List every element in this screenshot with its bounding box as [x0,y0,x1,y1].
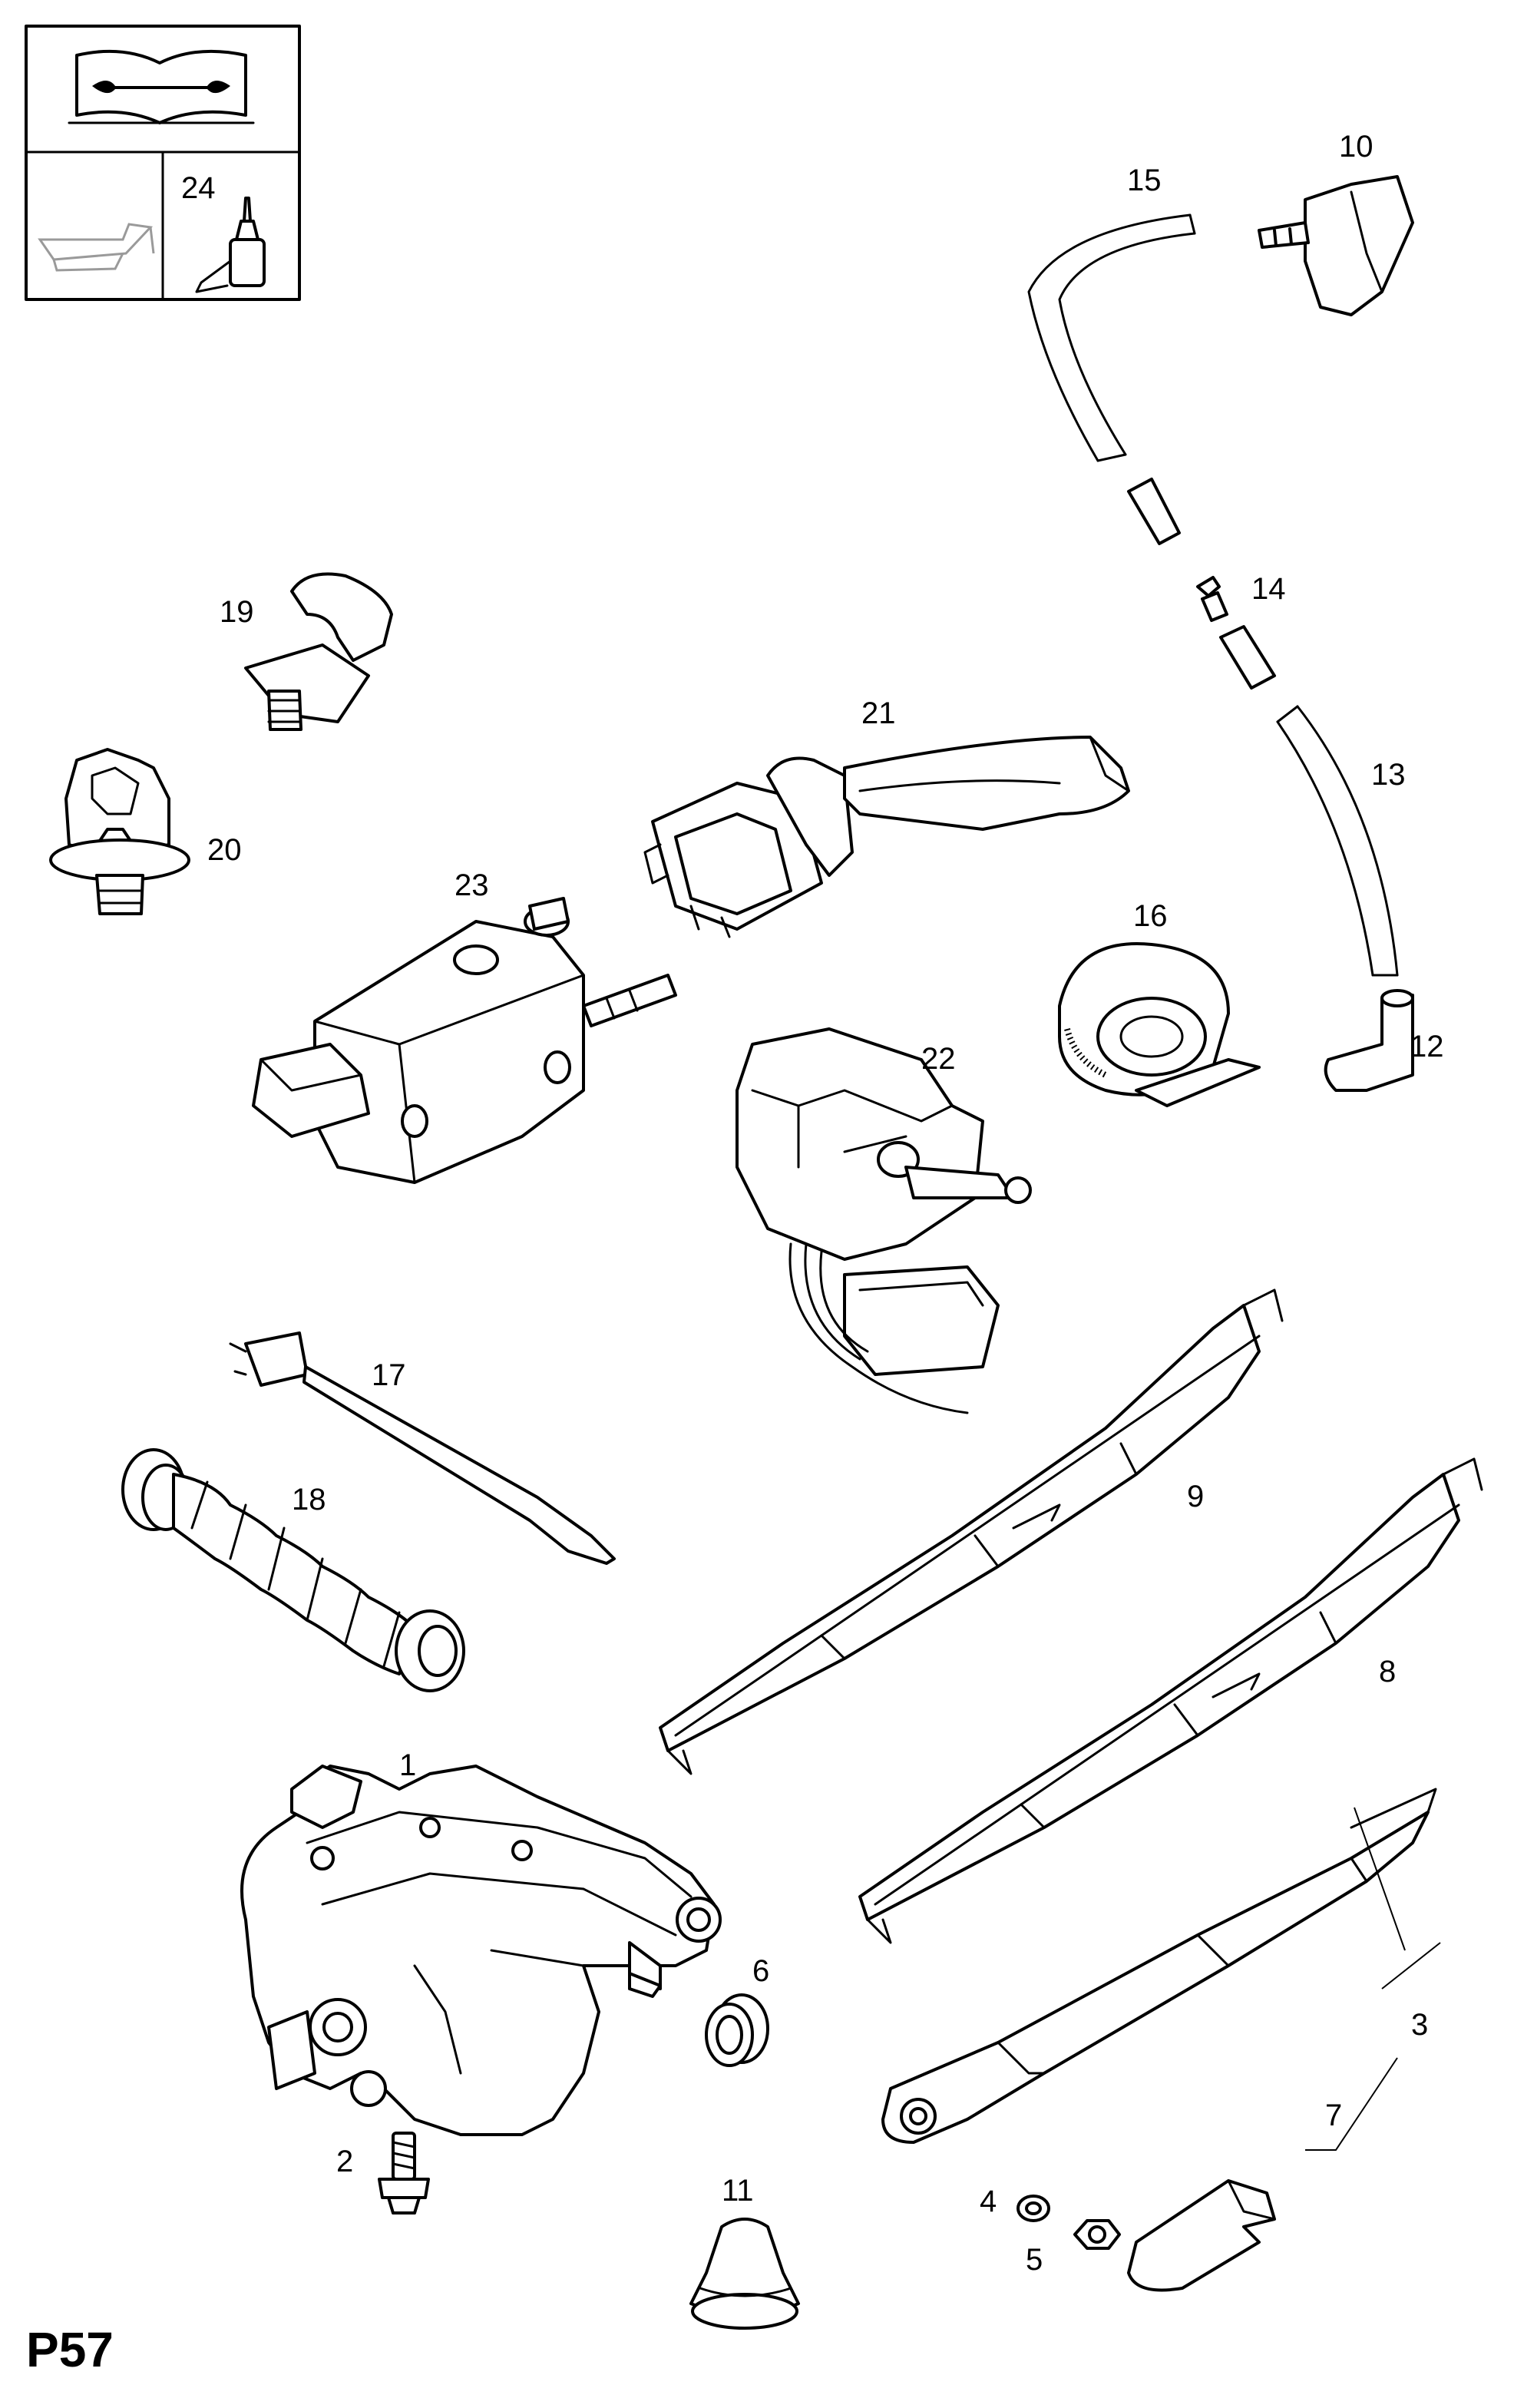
label-part-1: 1 [399,1748,416,1782]
hose-clip [244,572,393,731]
label-part-9: 9 [1187,1480,1204,1513]
part-labels: 1 2 3 4 5 6 7 8 9 10 11 12 13 14 15 16 1… [207,130,1444,2277]
push-clip [49,748,190,915]
fuel-flap-actuator [252,897,677,1184]
actuator-switch [736,1027,1032,1414]
label-part-21: 21 [861,696,896,730]
rubber-boot [689,2218,800,2330]
switch-with-cable [643,736,1130,938]
label-part-15: 15 [1127,164,1162,197]
service-manual-book-wrench-icon [68,49,255,124]
label-part-12: 12 [1410,1030,1444,1063]
label-part-8: 8 [1379,1655,1396,1689]
leader-line-3 [1381,1942,1441,1990]
label-part-16: 16 [1133,899,1168,933]
label-part-5: 5 [1026,2243,1043,2277]
label-part-11: 11 [722,2174,754,2208]
label-part-13: 13 [1371,758,1406,792]
label-part-23: 23 [455,868,489,902]
label-part-3: 3 [1411,2008,1428,2042]
nut [1073,2219,1121,2250]
oil-can-icon [38,223,155,272]
grommet [705,1993,769,2067]
washer-hose-lower [1276,705,1399,977]
wiper-motor [240,1765,722,2136]
label-part-2: 2 [336,2145,353,2178]
washer [1016,2195,1050,2222]
legend-box: 24 [25,25,301,301]
label-part-17: 17 [372,1358,406,1392]
elbow-connector [1324,989,1414,1092]
washer-hose-upper [1027,213,1196,545]
label-part-19: 19 [220,595,254,629]
wiper-blade-upper [659,1288,1284,1775]
corrugated-grommet [121,1448,465,1692]
label-part-18: 18 [292,1483,326,1517]
label-part-14: 14 [1251,572,1286,606]
leader-line-3b [1354,1807,1406,1951]
tape-roll [1058,942,1261,1107]
legend-item-number: 24 [181,171,216,205]
label-part-20: 20 [207,833,242,867]
wiper-blade-lower [858,1457,1483,1944]
label-part-6: 6 [752,1954,769,1988]
leader-lines [1305,1807,1441,2151]
page-code: P57 [26,2322,114,2377]
bolt [378,2132,430,2214]
washer-nozzle [1258,175,1414,316]
label-part-22: 22 [921,1042,956,1076]
grease-bottle-icon [195,197,266,293]
label-part-4: 4 [980,2185,997,2218]
hose-connector [1196,576,1276,690]
wiper-arm [881,1788,1437,2144]
label-part-7: 7 [1325,2099,1342,2132]
arm-cap [1127,2179,1276,2292]
leader-line-7 [1305,2057,1398,2151]
label-part-10: 10 [1339,130,1374,164]
cable-tie [229,1331,616,1565]
